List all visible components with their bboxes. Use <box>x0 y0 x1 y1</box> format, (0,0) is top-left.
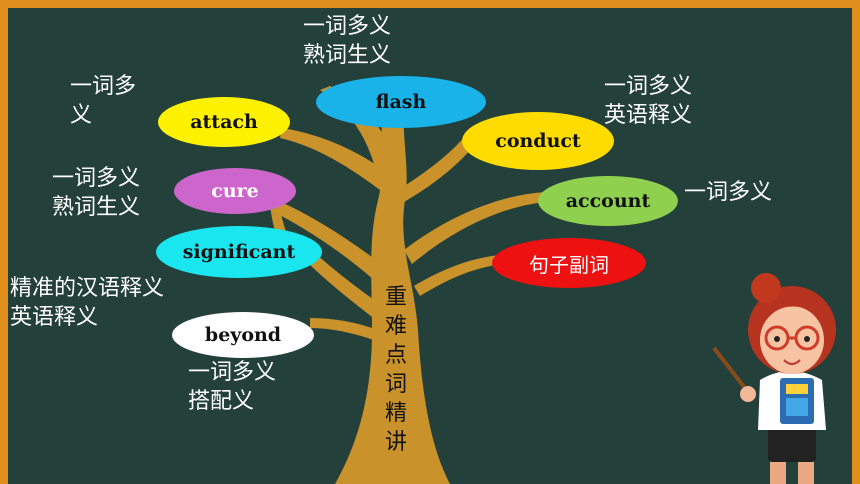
trunk-title: 重 难 点 词 精 讲 <box>376 283 416 457</box>
label-conduct: 一词多义 英语释义 <box>604 74 693 128</box>
word-sentence-adverb[interactable]: 句子副词 <box>492 238 646 288</box>
teacher-illustration <box>712 273 836 484</box>
branch-conduct <box>398 130 480 202</box>
word-flash[interactable]: flash <box>316 76 486 128</box>
branch-beyond <box>310 318 378 340</box>
label-attach: 一词多 义 <box>70 74 137 128</box>
label-significant: 精准的汉语释义 英语释义 <box>10 276 165 330</box>
label-beyond: 一词多义 搭配义 <box>188 360 277 414</box>
label-account: 一词多义 <box>684 180 773 205</box>
branch-attach <box>280 128 392 190</box>
trunk-title-char: 重 <box>384 285 407 310</box>
branch-flash <box>320 86 400 180</box>
word-attach[interactable]: attach <box>158 97 290 147</box>
branch-cure <box>270 200 384 280</box>
label-flash: 一词多义 熟词生义 <box>303 14 392 68</box>
tree-trunk <box>335 110 450 484</box>
word-account[interactable]: account <box>538 176 678 226</box>
trunk-title-char: 词 <box>384 372 407 397</box>
label-cure: 一词多义 熟词生义 <box>52 166 141 220</box>
word-cure[interactable]: cure <box>174 168 296 214</box>
branch-significant <box>305 252 386 320</box>
branch-sentence <box>414 255 502 296</box>
trunk-title-char: 难 <box>384 314 407 339</box>
pointer-stick-icon <box>712 346 750 394</box>
word-beyond[interactable]: beyond <box>172 312 314 358</box>
trunk-title-char: 精 <box>384 401 407 426</box>
branch-account <box>404 192 546 264</box>
word-conduct[interactable]: conduct <box>462 112 614 170</box>
trunk-title-char: 讲 <box>384 430 407 455</box>
trunk-title-char: 点 <box>384 343 407 368</box>
word-significant[interactable]: significant <box>156 226 322 278</box>
